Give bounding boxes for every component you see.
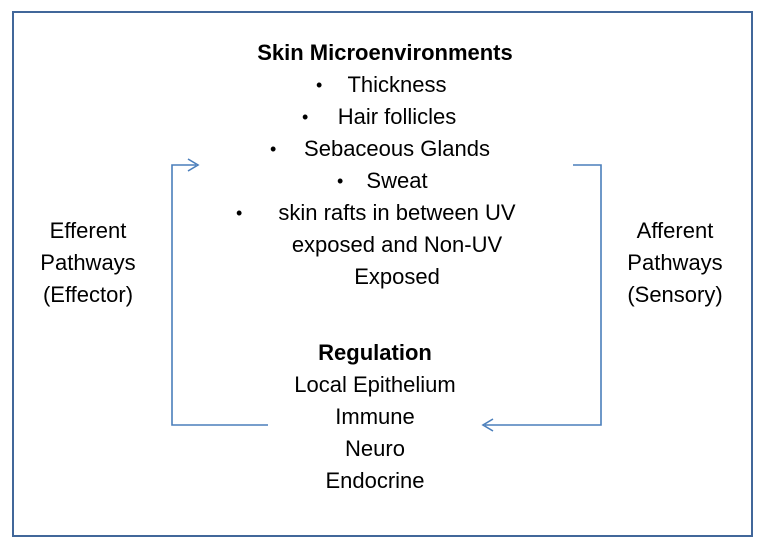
microenvironments-title: Skin Microenvironments bbox=[257, 40, 513, 65]
regulation-list: Local Epithelium Immune Neuro Endocrine bbox=[270, 369, 480, 497]
list-item: • skin rafts in between UV exposed and N… bbox=[230, 197, 550, 293]
efferent-arrowhead bbox=[187, 158, 200, 172]
bullet-icon: • bbox=[316, 75, 323, 95]
list-item: • Thickness bbox=[230, 69, 540, 101]
bullet-icon: • bbox=[302, 107, 309, 127]
diagram-frame bbox=[12, 11, 753, 537]
list-item: • Sebaceous Glands bbox=[230, 133, 540, 165]
microenvironments-list: • Thickness • Hair follicles • Sebaceous… bbox=[230, 69, 540, 197]
bullet-icon: • bbox=[236, 203, 243, 223]
list-item: • Hair follicles bbox=[230, 101, 540, 133]
afferent-arrowhead bbox=[481, 418, 494, 432]
efferent-label: Efferent Pathways (Effector) bbox=[40, 218, 136, 307]
bullet-icon: • bbox=[337, 171, 344, 191]
list-item: • Sweat bbox=[230, 165, 540, 197]
afferent-arrow bbox=[485, 164, 602, 426]
list-item: Neuro bbox=[345, 436, 405, 461]
efferent-arrow bbox=[171, 164, 268, 426]
list-item: Local Epithelium bbox=[294, 372, 456, 397]
list-item: Endocrine bbox=[325, 468, 425, 493]
afferent-label: Afferent Pathways (Sensory) bbox=[627, 218, 723, 307]
list-item: Immune bbox=[335, 404, 415, 429]
regulation-title: Regulation bbox=[318, 340, 432, 365]
bullet-icon: • bbox=[270, 139, 277, 159]
